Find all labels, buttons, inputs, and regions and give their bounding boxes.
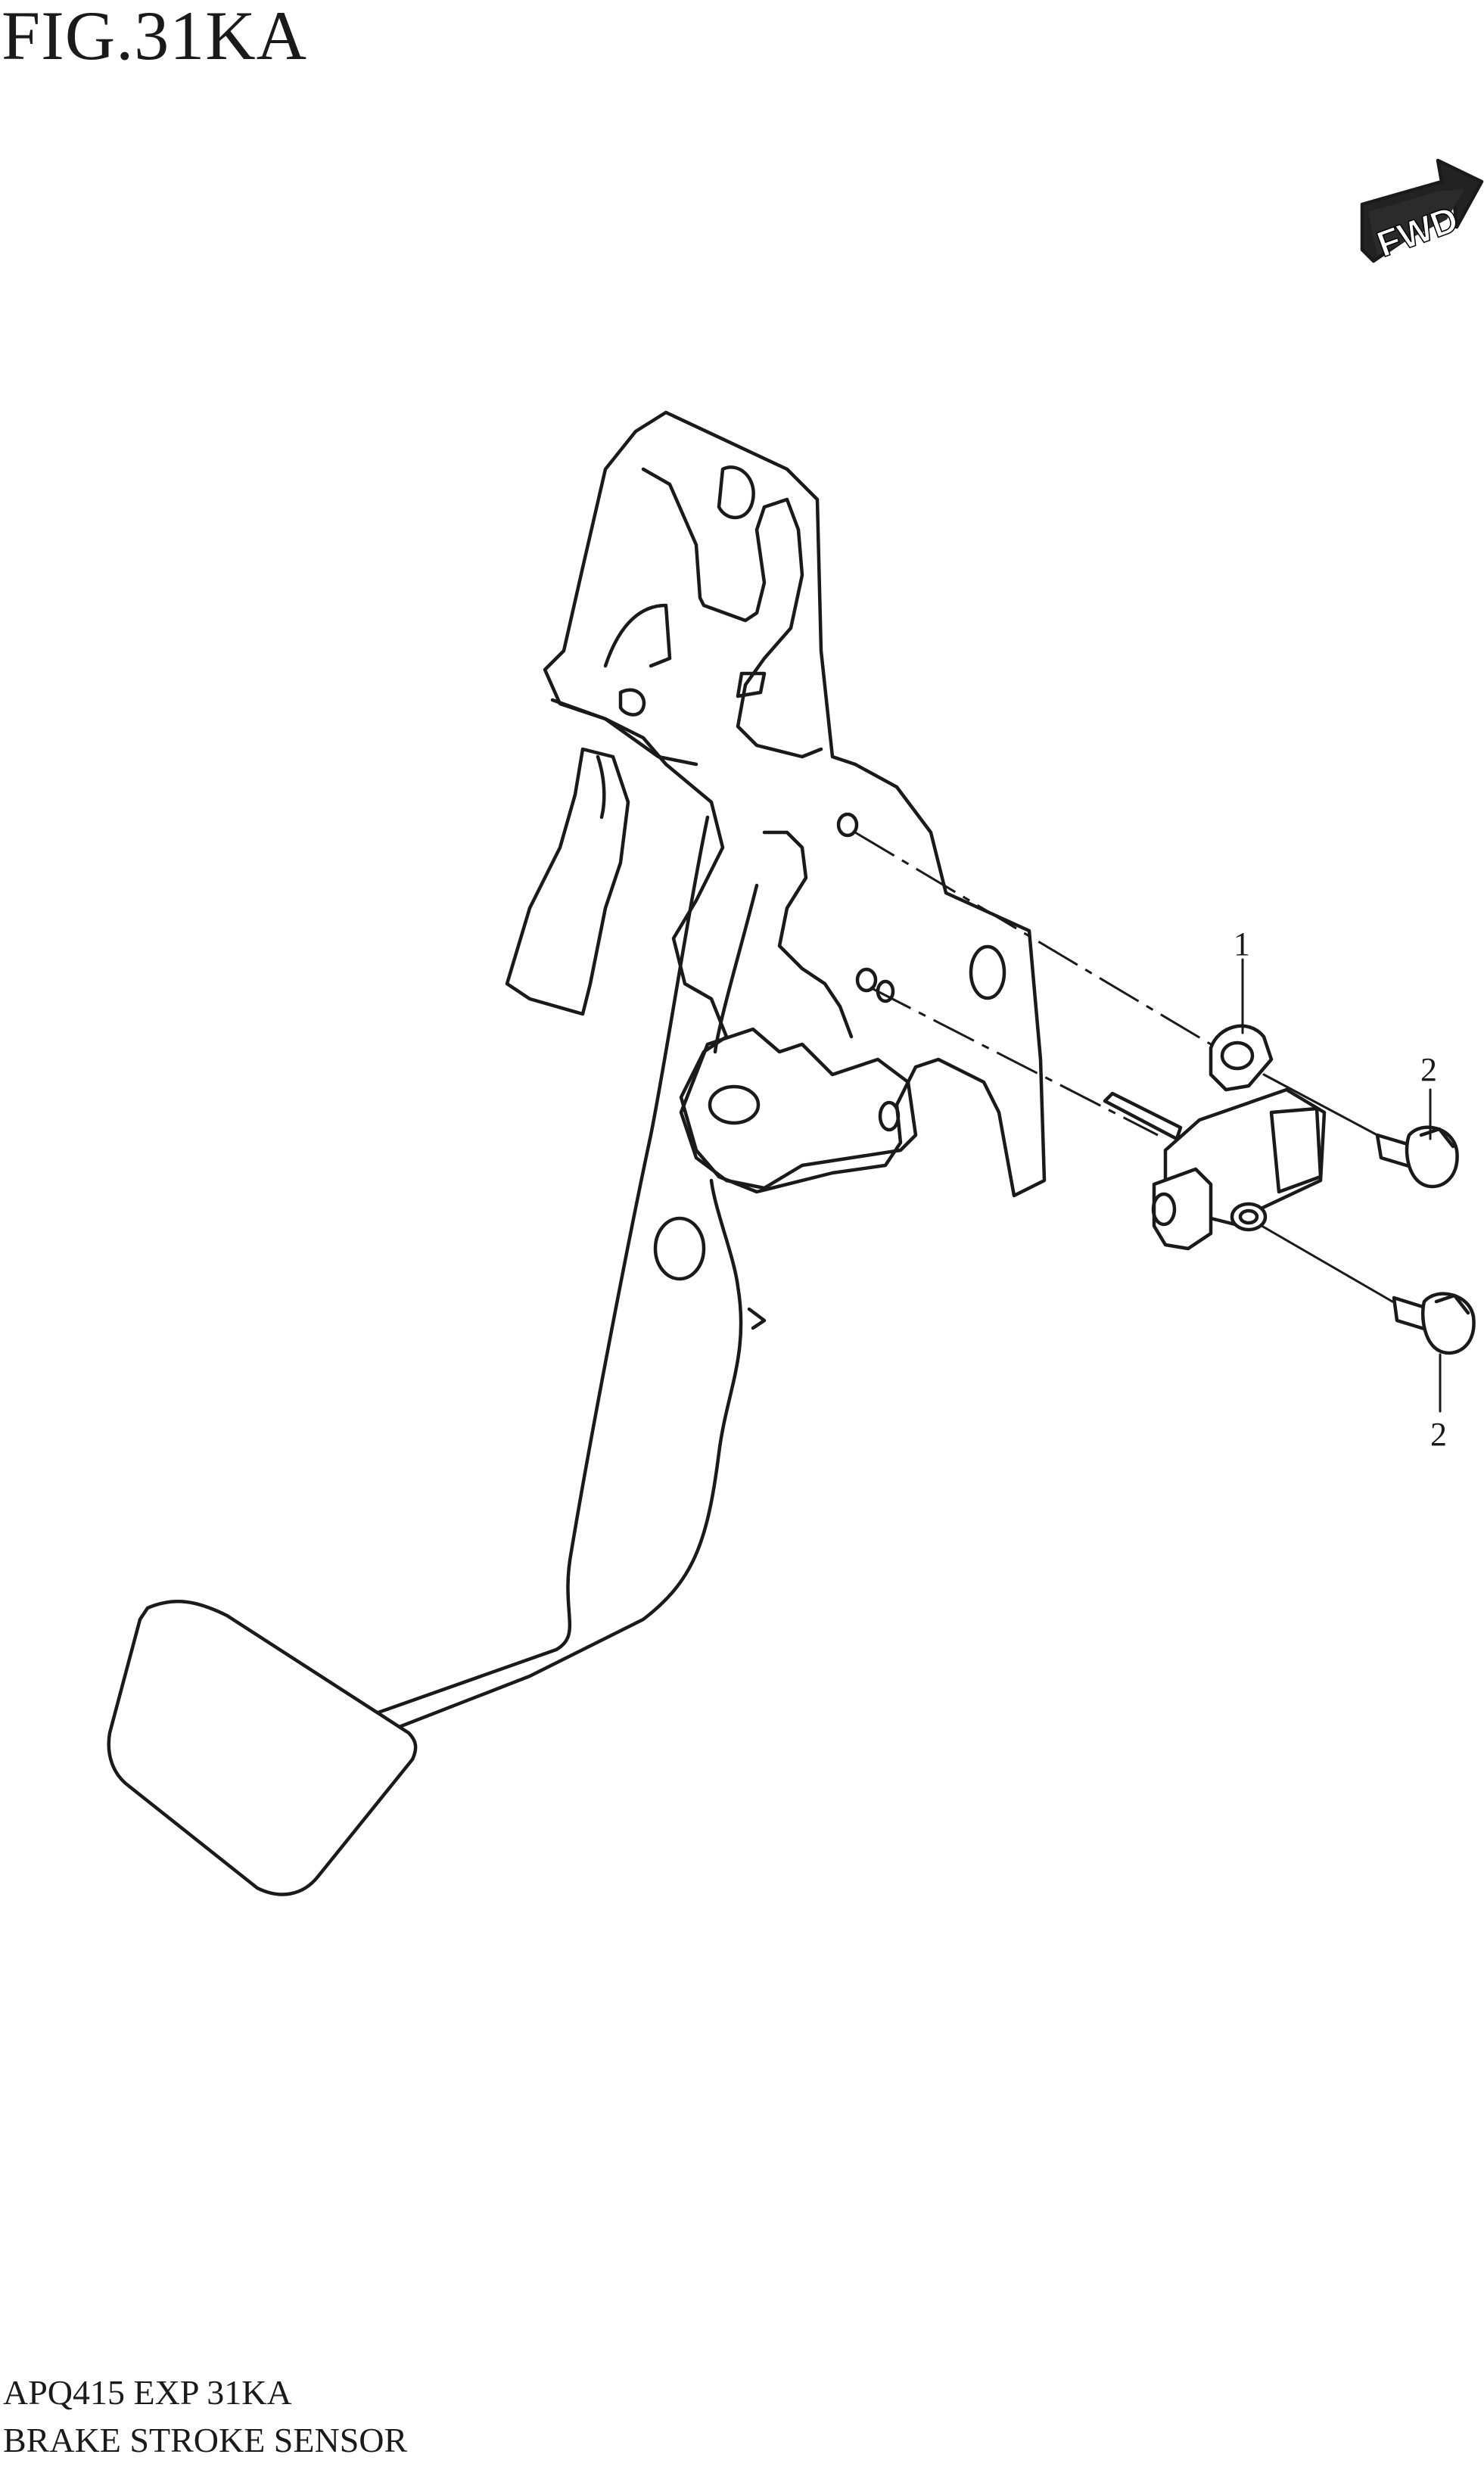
bolt-lower: [1392, 1292, 1476, 1355]
footer-name: BRAKE STROKE SENSOR: [3, 2421, 408, 2459]
callout-1: 1: [1234, 925, 1250, 963]
callout-2-lower: 2: [1430, 1416, 1447, 1453]
brake-stroke-sensor: [1103, 1024, 1327, 1251]
bolt-upper: [1375, 1125, 1459, 1189]
callout-2-upper: 2: [1420, 1051, 1437, 1088]
figure-title: FIG.31KA: [2, 0, 308, 74]
footer-code: APQ415 EXP 31KA: [3, 2373, 292, 2412]
fwd-arrow-icon: FWD: [1360, 158, 1484, 266]
brake-pedal-assembly: [107, 410, 1047, 1896]
